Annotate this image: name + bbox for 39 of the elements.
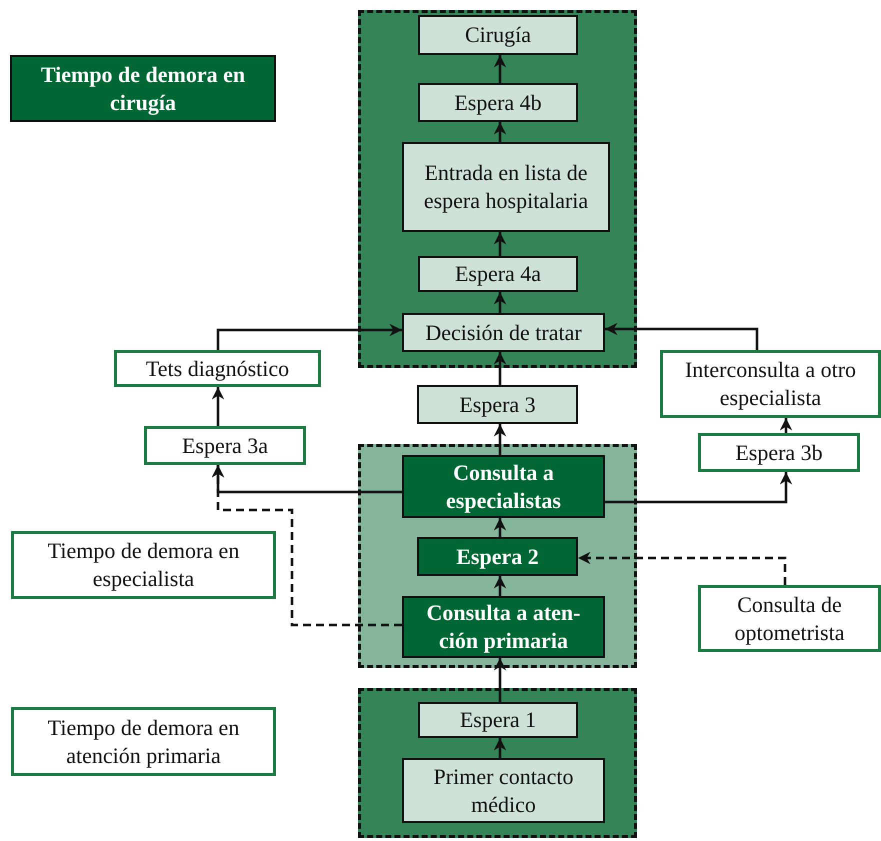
arrow — [494, 122, 506, 142]
dashed-arrow — [212, 465, 402, 626]
process-box: Espera 3b — [698, 433, 860, 472]
arrow — [605, 322, 758, 350]
process-box: Consulta a especialistas — [402, 455, 605, 518]
process-box: Decisión de tratar — [402, 313, 605, 352]
group-panel — [358, 10, 637, 368]
process-box: Primer contacto médico — [402, 758, 605, 823]
process-box: Tets diagnóstico — [114, 350, 321, 387]
process-box: Espera 4a — [418, 256, 578, 292]
arrow — [605, 472, 792, 504]
title-box: Tiempo de demora en cirugía — [10, 55, 276, 122]
process-box: Espera 3 — [417, 385, 578, 424]
group-panel — [358, 444, 637, 668]
note-box: Tiempo de demora en atención primaria — [11, 707, 276, 776]
process-box: Cirugía — [418, 15, 578, 55]
process-box: Consulta a aten- ción primaria — [402, 596, 605, 658]
arrow — [494, 292, 506, 313]
dashed-arrow — [578, 552, 786, 585]
process-box: Espera 2 — [417, 537, 578, 576]
arrow — [494, 424, 506, 455]
arrow — [494, 352, 506, 385]
arrow — [494, 738, 506, 758]
arrow — [494, 232, 506, 256]
process-box: Entrada en lista de espera hospitalaria — [402, 142, 610, 232]
arrow — [212, 387, 224, 426]
arrow — [494, 576, 506, 596]
process-box: Espera 1 — [418, 702, 578, 738]
process-box: Interconsulta a otro especialista — [660, 350, 881, 418]
arrow — [494, 658, 506, 702]
arrow — [494, 55, 506, 83]
arrow — [494, 518, 506, 537]
note-box: Tiempo de demora en especialista — [11, 531, 276, 599]
process-box: Espera 3a — [144, 426, 306, 465]
arrow — [216, 324, 402, 350]
arrow — [780, 418, 792, 433]
group-panel — [358, 688, 637, 838]
note-box: Consulta de optometrista — [698, 585, 881, 652]
process-box: Espera 4b — [418, 83, 578, 122]
